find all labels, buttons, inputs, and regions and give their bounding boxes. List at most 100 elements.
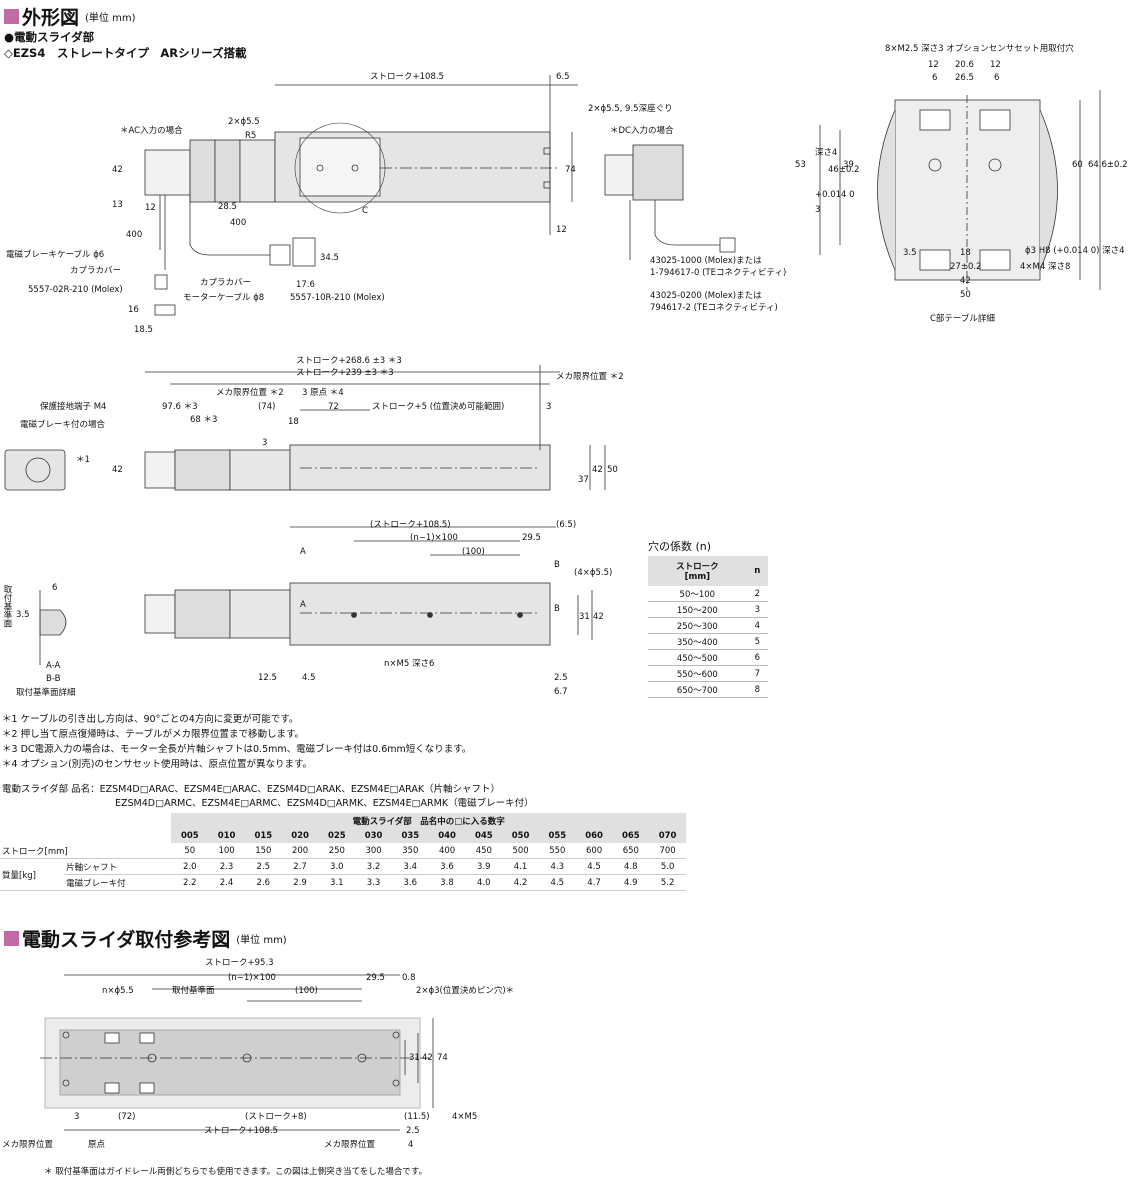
detail-bb: B-B — [46, 674, 61, 684]
bot-stroke: (ストローク+108.5) — [370, 520, 451, 530]
code-cell: 050 — [502, 828, 539, 843]
dim-17-6: 17.6 — [296, 280, 315, 290]
dim-42b-mid: 42 — [592, 465, 603, 475]
dim-3-mid: 3 — [262, 438, 268, 448]
ctable-53: 53 — [795, 160, 806, 170]
cell: 4 — [746, 617, 768, 634]
dim-13: 13 — [112, 200, 123, 210]
mount-74: 74 — [437, 1053, 448, 1063]
brake-label: 電磁ブレーキ付 — [64, 874, 172, 891]
mount-pin: 2×ϕ3(位置決めピン穴)＊ — [416, 986, 515, 996]
value-cell: 250 — [318, 843, 356, 859]
bot-31: 31 — [579, 612, 590, 622]
value-cell: 2.6 — [244, 874, 282, 891]
ctable-64-6: 64.6±0.2 — [1088, 160, 1128, 170]
molex-10p: 5557-10R-210 (Molex) — [290, 293, 385, 303]
title2-text: 電動スライダ取付参考図 — [22, 929, 231, 951]
value-cell: 4.9 — [612, 874, 650, 891]
bot-holes: (4×ϕ5.5) — [574, 568, 613, 578]
value-cell: 200 — [281, 843, 319, 859]
subtitle-slider: ●電動スライダ部 — [4, 30, 95, 44]
c-table-drawing — [819, 90, 1101, 290]
mecha-limit-right: メカ限界位置 ＊2 — [556, 372, 624, 382]
dim-68: 68 ＊3 — [190, 415, 218, 425]
value-cell: 2.0 — [171, 858, 209, 875]
title-marker — [4, 9, 19, 24]
bot-29-5: 29.5 — [522, 533, 541, 543]
cell: 3 — [746, 601, 768, 618]
value-cell: 4.5 — [538, 874, 576, 891]
ctable-18: 18 — [960, 248, 971, 258]
notes: ＊1 ケーブルの引き出し方向は、90°ごとの4方向に変更が可能です。 ＊2 押し… — [2, 712, 471, 772]
dim-34-5: 34.5 — [320, 253, 339, 263]
code-cell: 010 — [208, 828, 245, 843]
mount-mecha-right: メカ限界位置 — [324, 1140, 376, 1150]
value-cell: 550 — [538, 843, 576, 859]
mount-drawing — [40, 974, 434, 1131]
plan-view-drawing — [39, 526, 593, 665]
coupler-cover-1: カプラカバー — [70, 266, 122, 276]
bot-12-5: 12.5 — [258, 673, 277, 683]
ctable-42: 42 — [960, 276, 971, 286]
value-cell: 3.9 — [465, 858, 503, 875]
mount-n100: (n−1)×100 — [228, 973, 276, 983]
cell: 6 — [746, 649, 768, 666]
value-cell: 2.2 — [171, 874, 209, 891]
section-b: B — [554, 560, 560, 570]
value-cell: 350 — [391, 843, 429, 859]
cell: 650～700 — [648, 681, 747, 698]
value-cell: 400 — [428, 843, 466, 859]
spec-header: 電動スライダ部 品名中の□に入る数字 — [171, 813, 686, 828]
value-cell: 700 — [649, 843, 686, 859]
value-cell: 2.7 — [281, 858, 319, 875]
mecha-limit-left: メカ限界位置 ＊2 — [216, 388, 284, 398]
cell: 450～500 — [648, 649, 747, 666]
bot-4-5: 4.5 — [302, 673, 316, 683]
code-cell: 055 — [538, 828, 576, 843]
ctable-50: 50 — [960, 290, 971, 300]
cell: 250～300 — [648, 617, 747, 634]
section-title: 外形図 (単位 mm) — [4, 3, 135, 30]
mount-m5: 4×M5 — [452, 1112, 478, 1122]
dim-37: 37 — [578, 475, 589, 485]
bot-nm5: n×M5 深さ6 — [384, 659, 435, 669]
title-unit: (単位 mm) — [85, 13, 136, 24]
dim-r5: R5 — [245, 131, 257, 141]
mount-42: 42 — [422, 1053, 433, 1063]
dim-74: 74 — [565, 165, 576, 175]
title2-unit: (単位 mm) — [236, 935, 287, 946]
dim-18-5: 18.5 — [134, 325, 153, 335]
mount-31: 31 — [409, 1053, 420, 1063]
mount-3: 3 — [74, 1112, 80, 1122]
molex-2p: 5557-02R-210 (Molex) — [28, 285, 123, 295]
mount-2-5: 2.5 — [406, 1126, 420, 1136]
detail-ref-face: 取付基準面 — [2, 585, 12, 628]
hole-table-header-n: n — [746, 556, 768, 586]
cell: 5 — [746, 633, 768, 650]
dim-18-mid: 18 — [288, 417, 299, 427]
ctable-26-5: 26.5 — [955, 73, 974, 83]
dim-400-b: 400 — [230, 218, 247, 228]
ctable-3-5: 3.5 — [903, 248, 917, 258]
bot-6-5: (6.5) — [556, 520, 577, 530]
code-cell: 045 — [465, 828, 503, 843]
ac-input-label: ＊AC入力の場合 — [120, 126, 183, 136]
ctable-46: 46±0.2 — [828, 165, 860, 175]
dc-connector-4: 794617-2 (TEコネクティビティ) — [650, 303, 778, 313]
value-cell: 600 — [575, 843, 613, 859]
product-line-2: EZSM4D□ARMC、EZSM4E□ARMC、EZSM4D□ARMK、EZSM… — [115, 798, 534, 809]
value-cell: 3.8 — [428, 874, 466, 891]
value-cell: 3.6 — [428, 858, 466, 875]
ctable-depth4: 深さ4 — [815, 148, 838, 158]
dim-97-6: 97.6 ＊3 — [162, 402, 198, 412]
title-text: 外形図 — [22, 7, 80, 29]
value-cell: 3.1 — [318, 874, 356, 891]
ctable-tol: +0.014 0 — [815, 190, 855, 200]
hole-table-header-stroke: ストローク [mm] — [648, 556, 747, 586]
